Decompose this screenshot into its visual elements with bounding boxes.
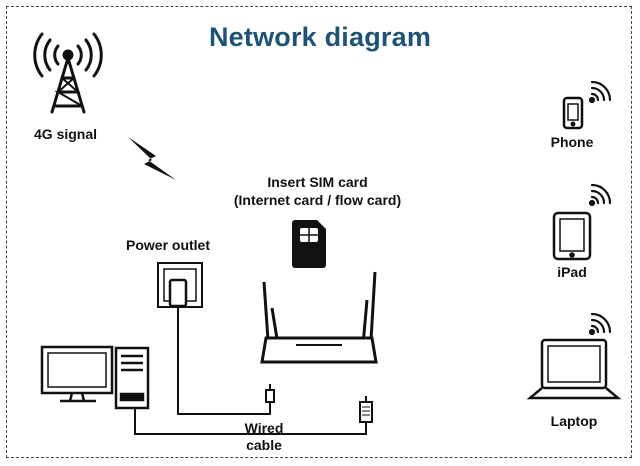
signal-label: 4G signal [34,126,98,142]
desktop-computer-icon [40,345,150,410]
cell-tower-icon [33,32,103,114]
power-outlet-icon [157,262,203,308]
wired-label-line1: Wired [244,420,284,436]
sim-label: Insert SIM card (Internet card / flow ca… [225,173,410,209]
power-cable [177,306,271,415]
wifi-icon [588,80,612,104]
lightning-icon [128,137,176,180]
sim-card-icon [292,220,326,268]
power-outlet-label: Power outlet [126,237,211,253]
wifi-icon [588,312,612,336]
phone-label: Phone [550,134,594,150]
ipad-label: iPad [557,264,587,280]
wired-label-line2: cable [246,437,282,453]
router-icon [260,271,378,364]
dashed-frame [6,6,632,458]
phone-icon [562,96,584,130]
laptop-label: Laptop [550,413,598,429]
tablet-icon [552,211,592,261]
wired-cable [134,400,367,435]
wifi-icon [588,183,612,207]
sim-label-line1: Insert SIM card [267,174,368,190]
laptop-icon [526,338,622,400]
page-title: Network diagram [208,22,432,52]
wired-cable-label: Wired cable [232,420,296,454]
sim-label-line2: (Internet card / flow card) [233,192,402,208]
